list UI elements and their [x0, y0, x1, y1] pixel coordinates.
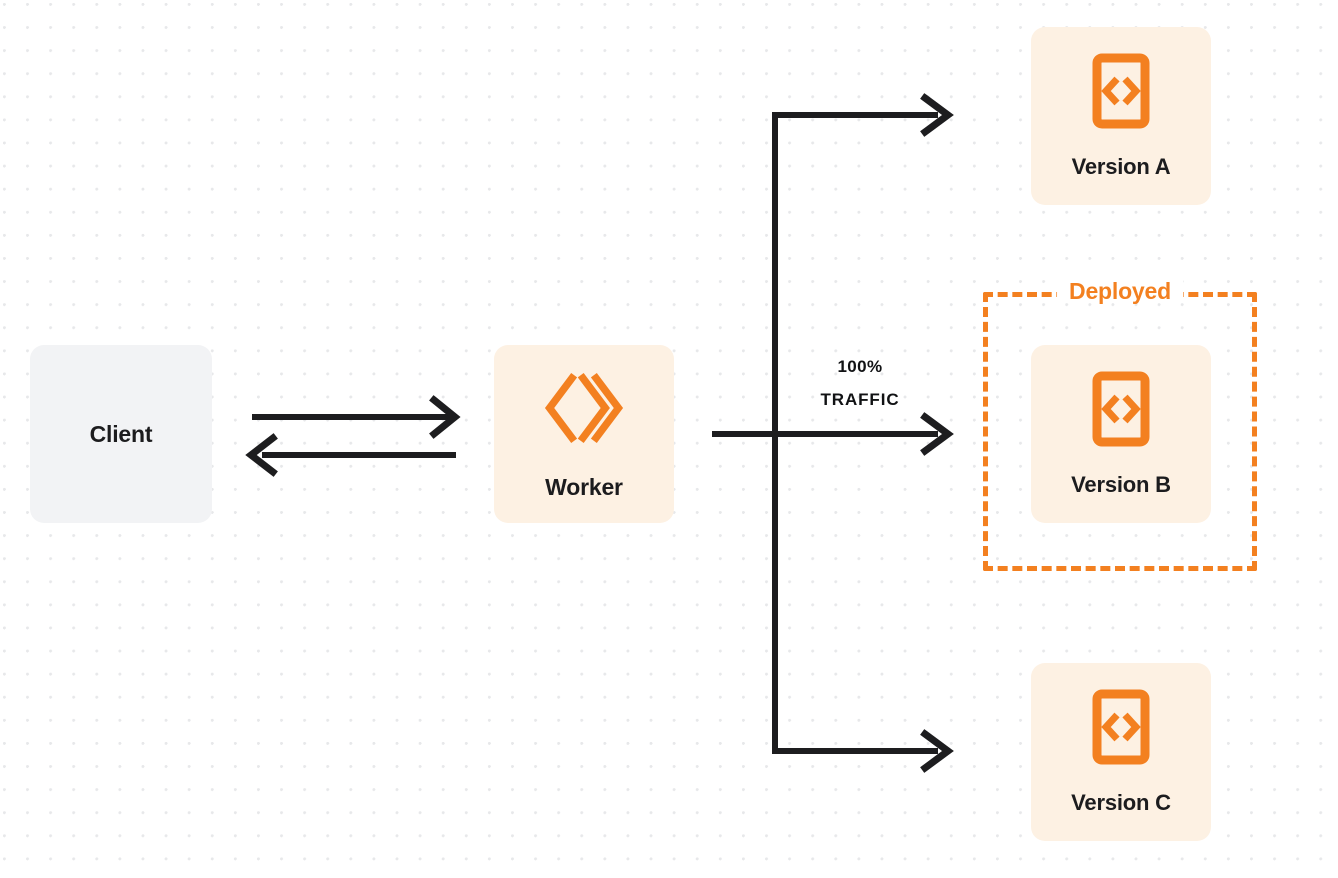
node-version-b-label: Version B [1071, 471, 1171, 497]
node-worker[interactable]: Worker [494, 345, 674, 523]
edge-to-version-c-arrowhead [920, 729, 954, 773]
edge-worker-to-client-arrowhead [245, 433, 278, 477]
cloudflare-workers-icon [543, 367, 625, 454]
node-version-c[interactable]: Version C [1031, 663, 1211, 841]
code-document-icon [1092, 689, 1150, 770]
traffic-label: 100% TRAFFIC [790, 350, 930, 416]
group-deployed: Deployed [983, 280, 1257, 571]
node-client-label: Client [89, 420, 153, 447]
traffic-percent: 100% [837, 357, 883, 376]
code-document-icon [1092, 53, 1150, 134]
group-deployed-label: Deployed [1057, 280, 1183, 303]
code-document-icon [1092, 371, 1150, 452]
node-version-a[interactable]: Version A [1031, 27, 1211, 205]
node-version-a-label: Version A [1071, 153, 1171, 179]
node-version-b[interactable]: Version B [1031, 345, 1211, 523]
edge-to-version-a-arrowhead [920, 93, 954, 137]
node-worker-label: Worker [545, 474, 623, 500]
traffic-word: TRAFFIC [820, 390, 900, 410]
node-client[interactable]: Client [30, 345, 212, 523]
edge-to-version-b-arrowhead [920, 412, 954, 456]
node-version-c-label: Version C [1071, 789, 1171, 815]
edge-client-to-worker-arrowhead [429, 395, 461, 439]
